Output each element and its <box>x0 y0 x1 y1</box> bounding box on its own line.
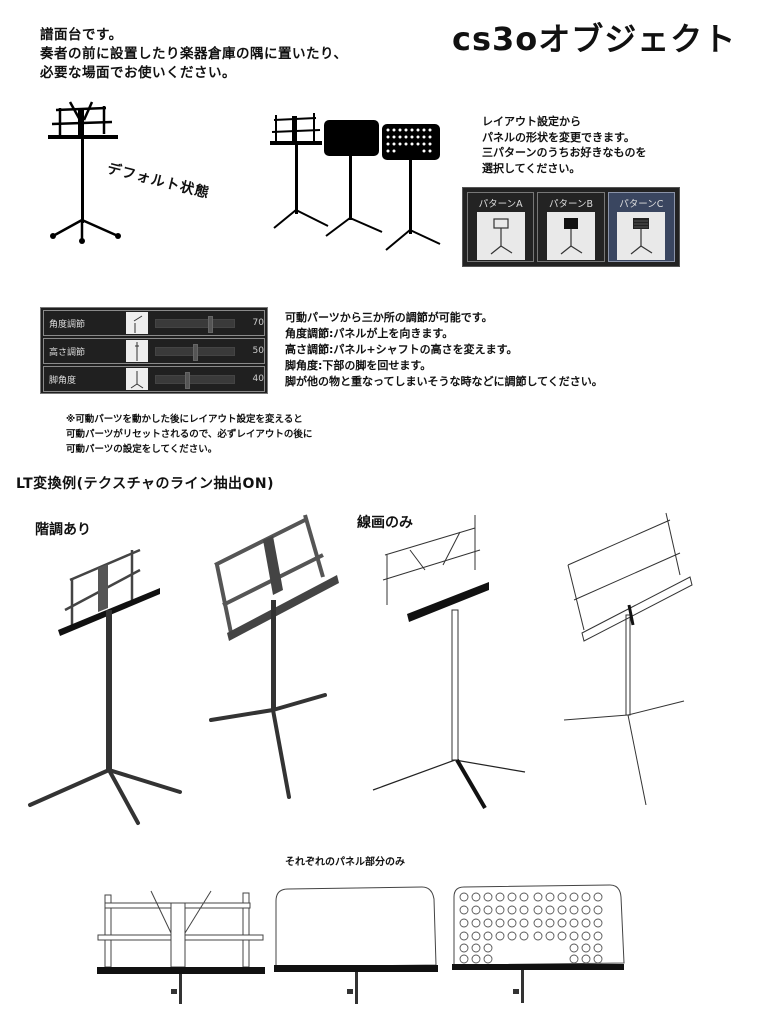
adjust-line: 脚角度:下部の脚を回せます。 <box>285 359 432 372</box>
pattern-label: パターンA <box>478 199 523 210</box>
slider-label: 角度調節 <box>49 319 86 330</box>
pattern-a-button[interactable]: パターンA <box>467 192 535 262</box>
adjust-line: 可動パーツから三か所の調節が可能です。 <box>285 311 493 324</box>
slider-row-height: 高さ調節 50 <box>43 338 265 364</box>
toned-stand-front-image <box>20 530 190 830</box>
pattern-b-button[interactable]: パターンB <box>537 192 605 262</box>
height-preview-icon <box>125 340 148 362</box>
layout-desc-line: 選択してください。 <box>482 161 581 175</box>
pattern-c-button[interactable]: パターンC <box>607 192 675 262</box>
layout-desc-line: レイアウト設定から <box>482 115 581 128</box>
pattern-stands-image <box>268 110 448 255</box>
intro-line: 必要な場面でお使いください。 <box>40 65 236 81</box>
note-line: 可動パーツの設定をしてください。 <box>66 444 218 455</box>
note-line: 可動パーツがリセットされるので、必ずレイアウトの後に <box>66 429 313 440</box>
panel-solid-image <box>272 885 442 1005</box>
lt-section-title: LT変換例(テクスチャのライン抽出ON) <box>16 476 275 492</box>
tone-label: 階調あり <box>35 522 91 538</box>
layout-description: レイアウト設定から パネルの形状を変更できます。 三パターンのうちお好きなものを… <box>482 114 646 176</box>
lineart-stand-angled-image <box>560 505 700 805</box>
slider-value: 40 <box>252 374 264 384</box>
stand-wire-icon <box>476 212 525 260</box>
angle-preview-icon <box>125 312 148 334</box>
slider-handle[interactable] <box>184 371 190 389</box>
angle-slider[interactable] <box>154 315 235 333</box>
pattern-selector: パターンA パターンB パターンC <box>462 187 680 267</box>
brand-title: cs3oオブジェクト <box>452 20 737 58</box>
pattern-label: パターンB <box>548 199 594 210</box>
adjustment-panel: 角度調節 70 高さ調節 50 脚角度 40 <box>40 307 268 394</box>
intro-text: 譜面台です。 奏者の前に設置したり楽器倉庫の隅に置いたり、 必要な場面でお使いく… <box>40 26 347 83</box>
panel-wire-image <box>95 885 265 1005</box>
panels-title: それぞれのパネル部分のみ <box>285 857 405 868</box>
slider-row-leg: 脚角度 40 <box>43 366 265 392</box>
layout-desc-line: 三パターンのうちお好きなものを <box>482 146 647 159</box>
slider-value: 50 <box>252 346 264 356</box>
slider-handle[interactable] <box>207 315 213 333</box>
toned-stand-angled-image <box>205 505 345 805</box>
note-line: ※可動パーツを動かした後にレイアウト設定を変えると <box>66 414 303 425</box>
adjust-line: 脚が他の物と重なってしまいそうな時などに調節してください。 <box>285 375 603 388</box>
panel-perforated-image <box>450 883 626 1005</box>
stand-solid-icon <box>546 212 595 260</box>
leg-angle-slider[interactable] <box>154 371 235 389</box>
slider-value: 70 <box>252 318 264 328</box>
slider-label: 高さ調節 <box>49 347 86 358</box>
adjust-line: 角度調節:パネルが上を向きます。 <box>285 327 454 340</box>
leg-preview-icon <box>125 368 148 390</box>
layout-desc-line: パネルの形状を変更できます。 <box>482 130 635 144</box>
slider-label: 脚角度 <box>49 375 77 386</box>
intro-line: 奏者の前に設置したり楽器倉庫の隅に置いたり、 <box>40 46 348 62</box>
reset-note: ※可動パーツを動かした後にレイアウト設定を変えると 可動パーツがリセットされるの… <box>66 412 312 457</box>
slider-row-angle: 角度調節 70 <box>43 310 265 336</box>
slider-handle[interactable] <box>192 343 198 361</box>
intro-line: 譜面台です。 <box>40 27 123 43</box>
height-slider[interactable] <box>154 343 235 361</box>
adjust-line: 高さ調節:パネル+シャフトの高さを変えます。 <box>285 343 518 356</box>
pattern-label: パターンC <box>619 199 664 210</box>
line-art-label: 線画のみ <box>357 515 413 531</box>
lineart-stand-front-image <box>365 510 535 810</box>
default-stand-image <box>48 100 128 245</box>
stand-perforated-icon <box>617 212 666 260</box>
adjust-description: 可動パーツから三か所の調節が可能です。 角度調節:パネルが上を向きます。 高さ調… <box>285 310 603 390</box>
